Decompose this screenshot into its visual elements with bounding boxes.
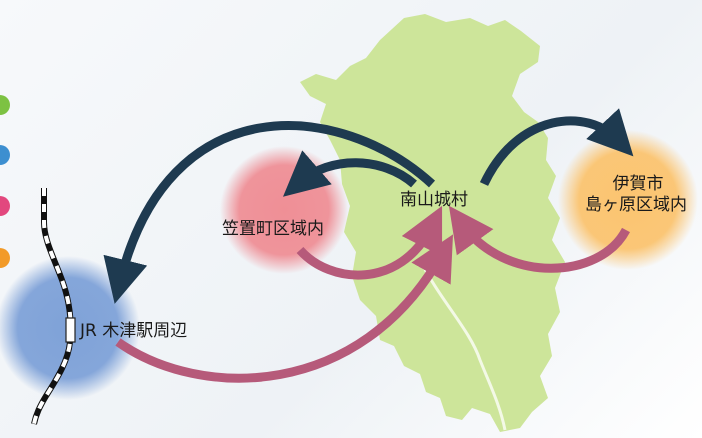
edge-dot-blue xyxy=(0,145,10,165)
arrow-village-to-iga xyxy=(479,108,634,186)
kasagi-label: 笠置町区域内 xyxy=(222,219,324,239)
iga-label-line2: 島ヶ原区域内 xyxy=(585,195,687,215)
arrow-kasagi-to-village xyxy=(296,205,443,280)
arrow-village-to-kizu xyxy=(103,121,436,304)
village-label: 南山城村 xyxy=(400,190,468,210)
river-line xyxy=(418,259,507,431)
iga-label-line1: 伊賀市 xyxy=(612,174,664,194)
iga-circle xyxy=(558,130,698,270)
edge-dot-green xyxy=(0,95,10,115)
edge-dot-orange xyxy=(0,248,10,268)
arrow-iga-to-village xyxy=(448,205,630,273)
station-icon xyxy=(65,317,76,343)
arrow-kizu-to-village xyxy=(115,234,454,383)
kizu-label: JR 木津駅周辺 xyxy=(80,321,188,341)
arrow-village-to-kasagi xyxy=(282,150,417,197)
edge-dot-pink xyxy=(0,196,10,216)
